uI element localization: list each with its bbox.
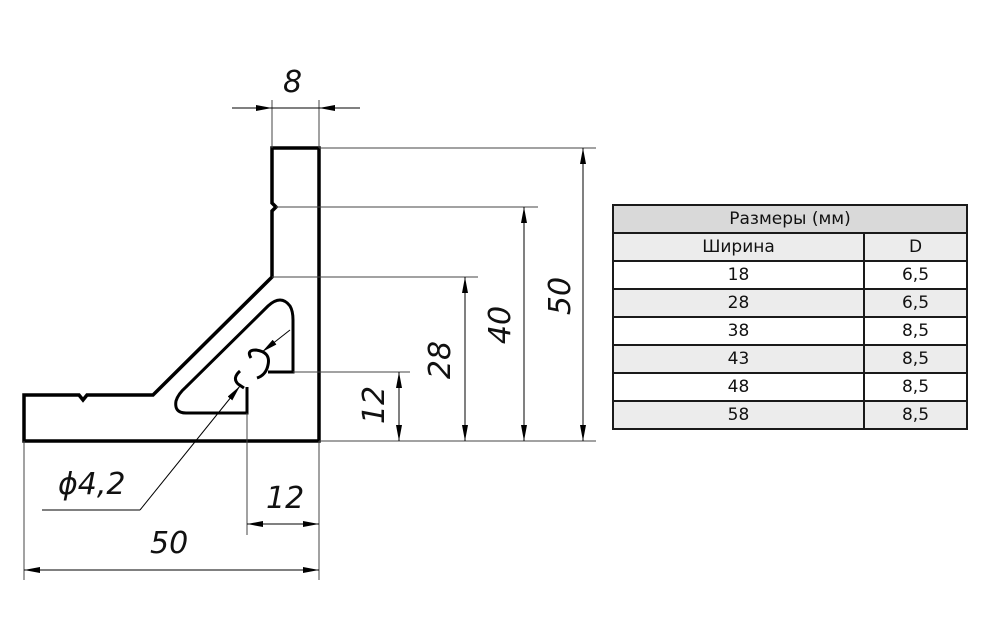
cell-d: 8,5	[863, 344, 968, 374]
hole-arc-upper	[247, 348, 270, 380]
cell-d: 8,5	[863, 316, 968, 346]
profile-outline	[22, 146, 321, 443]
diameter-leader-outer	[261, 329, 291, 353]
cell-width: 28	[612, 288, 865, 318]
table-row: 48 8,5	[612, 372, 968, 402]
table-row: 58 8,5	[612, 400, 968, 430]
cell-d: 8,5	[863, 372, 968, 402]
column-header-d: D	[863, 232, 968, 262]
cell-d: 8,5	[863, 400, 968, 430]
dim-text-overall-width: 50	[150, 526, 188, 561]
dim-text-height-40: 40	[483, 306, 518, 344]
cell-width: 43	[612, 344, 865, 374]
table-row: 18 6,5	[612, 260, 968, 290]
table-row: 28 6,5	[612, 288, 968, 318]
dim-text-top-width: 8	[283, 65, 302, 100]
dim-text-height-28: 28	[423, 341, 458, 379]
dim-text-overall-height: 50	[543, 277, 578, 315]
table-row: 43 8,5	[612, 344, 968, 374]
table-title: Размеры (мм)	[612, 204, 968, 234]
cell-d: 6,5	[863, 288, 968, 318]
cell-width: 18	[612, 260, 865, 290]
cell-width: 48	[612, 372, 865, 402]
cell-width: 38	[612, 316, 865, 346]
column-header-width: Ширина	[612, 232, 865, 262]
hole-arc-lower	[233, 369, 245, 390]
cell-d: 6,5	[863, 260, 968, 290]
dim-text-hole-diameter: ϕ4,2	[58, 467, 126, 502]
cell-width: 58	[612, 400, 865, 430]
diameter-leader	[139, 385, 241, 511]
sizes-table: Размеры (мм) Ширина D 18 6,5 28 6,5 38 8…	[612, 204, 968, 430]
dim-text-height-12: 12	[357, 386, 392, 424]
table-row: 38 8,5	[612, 316, 968, 346]
dim-text-offset-12: 12	[266, 481, 304, 516]
